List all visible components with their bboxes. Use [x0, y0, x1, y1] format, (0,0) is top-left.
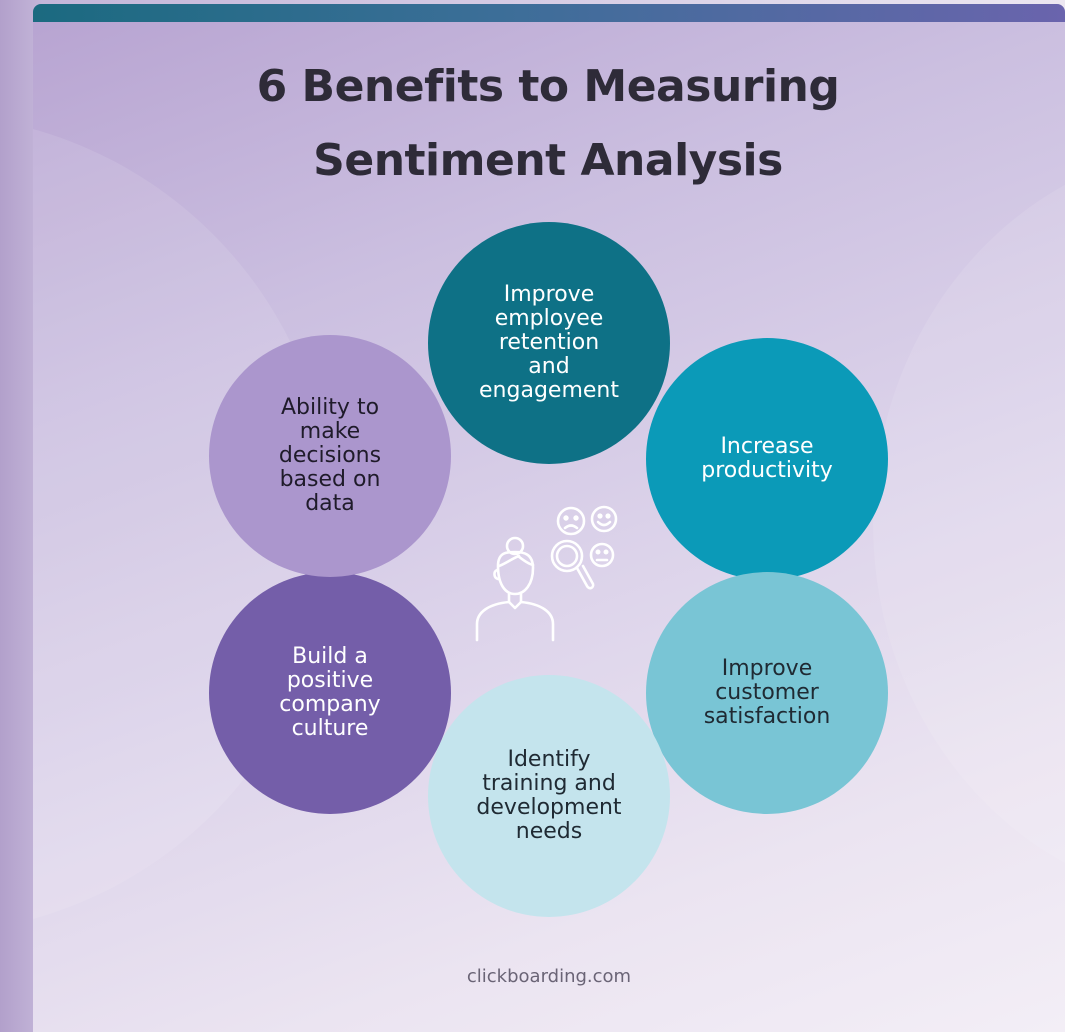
- benefit-label: Increase productivity: [673, 435, 862, 483]
- infographic-card: 6 Benefits to Measuring Sentiment Analys…: [33, 4, 1065, 1032]
- label-line: Build a: [292, 644, 368, 669]
- person-magnifier-emotions-icon: [475, 505, 618, 642]
- label-line: customer: [715, 680, 819, 705]
- benefit-label: Improve employee retention and engagemen…: [455, 283, 644, 403]
- benefit-bubble-decisions: Ability to make decisions based on data: [209, 335, 451, 577]
- label-line: retention: [498, 330, 600, 355]
- label-line: Identify: [507, 747, 591, 772]
- infographic-title: 6 Benefits to Measuring Sentiment Analys…: [173, 50, 923, 198]
- label-line: employee: [494, 306, 604, 331]
- title-line-1: 6 Benefits to Measuring: [256, 61, 840, 112]
- benefit-label: Ability to make decisions based on data: [236, 396, 425, 516]
- benefit-bubble-productivity: Increase productivity: [646, 338, 888, 580]
- benefit-label: Identify training and development needs: [455, 748, 644, 844]
- label-line: productivity: [701, 458, 833, 483]
- label-line: decisions: [278, 443, 382, 468]
- label-line: positive: [286, 668, 374, 693]
- label-line: satisfaction: [703, 704, 831, 729]
- label-line: and: [528, 354, 570, 379]
- label-line: needs: [515, 819, 583, 844]
- label-line: data: [305, 491, 355, 516]
- label-line: Improve: [721, 656, 813, 681]
- label-line: engagement: [479, 378, 619, 403]
- label-line: culture: [291, 716, 369, 741]
- benefit-bubble-culture: Build a positive company culture: [209, 572, 451, 814]
- label-line: Increase: [720, 434, 814, 459]
- label-line: based on: [279, 467, 381, 492]
- title-line-2: Sentiment Analysis: [313, 135, 783, 186]
- benefit-label: Build a positive company culture: [236, 645, 425, 741]
- benefit-bubble-customer-satisfaction: Improve customer satisfaction: [646, 572, 888, 814]
- benefit-bubble-retention: Improve employee retention and engagemen…: [428, 222, 670, 464]
- label-line: development: [476, 795, 622, 820]
- label-line: Improve: [503, 282, 595, 307]
- benefit-bubble-training: Identify training and development needs: [428, 675, 670, 917]
- source-credit: clickboarding.com: [466, 966, 632, 987]
- label-line: Ability to: [280, 395, 380, 420]
- top-accent-bar: [33, 4, 1065, 22]
- label-line: company: [279, 692, 381, 717]
- label-line: make: [299, 419, 361, 444]
- benefit-label: Improve customer satisfaction: [673, 657, 862, 729]
- decorative-circle-right: [873, 144, 1065, 904]
- label-line: training and: [482, 771, 616, 796]
